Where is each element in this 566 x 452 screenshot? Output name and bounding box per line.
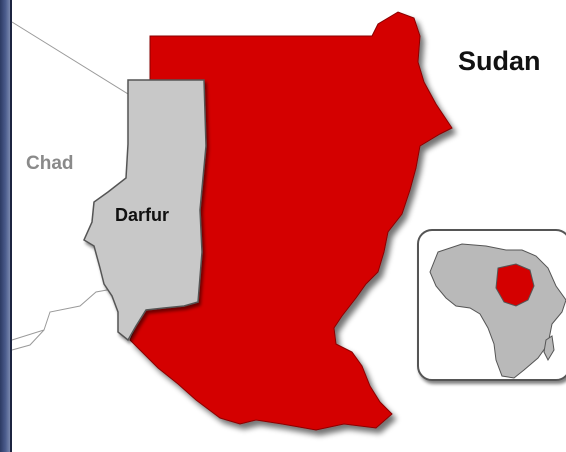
border-line-west — [11, 329, 45, 351]
left-frame-border — [0, 0, 12, 452]
inset-sudan-highlight — [495, 263, 535, 307]
sudan-label: Sudan — [458, 46, 541, 76]
darfur-shape — [83, 79, 207, 342]
border-line-north — [11, 21, 129, 95]
darfur-label: Darfur — [115, 205, 170, 225]
chad-label: Chad — [26, 153, 74, 174]
madagascar-shape — [543, 335, 555, 362]
neighbor-border-lines — [11, 21, 129, 351]
inset-locator — [417, 229, 566, 381]
border-line-south — [11, 287, 119, 341]
